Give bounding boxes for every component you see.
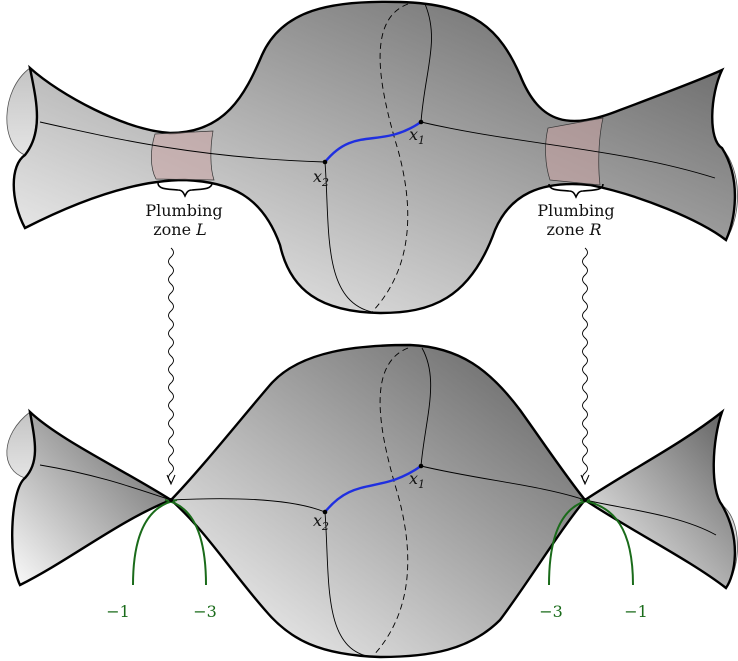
top-x1-label: x1 [409, 125, 425, 147]
right-node-outer-arc [579, 499, 634, 586]
plumbing-right-label-line2: zone R [547, 220, 602, 239]
plumbing-zone-right-band [545, 117, 604, 186]
weight-left-outer: −1 [106, 602, 130, 621]
weight-arcs [132, 499, 634, 586]
squiggle-arrowhead-right [580, 474, 590, 486]
squiggle-arrow-right [582, 247, 588, 483]
left-node-inner-arc [164, 499, 207, 586]
bottom-middle-left-curve [170, 498, 326, 513]
plumbing-right-label-line1: Plumbing [537, 201, 614, 220]
top-left-curve [39, 121, 326, 163]
bottom-up-curve [420, 347, 432, 467]
bottom-left-curve [39, 464, 172, 501]
bottom-x2-label: x2 [313, 511, 329, 533]
bottom-blue-path [324, 465, 422, 513]
top-right-curve [420, 121, 716, 179]
weight-right-inner: −3 [539, 602, 563, 621]
weight-right-outer: −1 [624, 602, 648, 621]
top-point-x1 [418, 119, 424, 125]
top-surface: x1 x2 [6, 0, 738, 315]
bottom-middle-right-curve [420, 465, 586, 501]
top-point-x2 [322, 159, 328, 165]
squiggle-arrowhead-left [166, 474, 176, 486]
bottom-right-curve [584, 499, 717, 536]
plumbing-left-brace [157, 182, 213, 198]
bottom-left-bulb [11, 408, 174, 587]
squiggle-arrow-left [168, 247, 174, 483]
left-node-outer-arc [132, 499, 178, 586]
plumbing-zone-left-band [151, 130, 215, 181]
bottom-point-x2 [322, 509, 328, 515]
bottom-right-bulb [582, 408, 737, 590]
top-blue-path [324, 121, 422, 163]
bottom-point-x1 [418, 463, 424, 469]
top-up-curve [420, 3, 432, 123]
left-node [169, 498, 173, 502]
top-x2-label: x2 [313, 167, 329, 189]
top-surface-body [12, 0, 737, 315]
plumbing-right-brace [548, 183, 604, 199]
top-down-curve [324, 161, 373, 313]
plumbing-left-label-line2: zone L [153, 220, 207, 239]
weight-left-inner: −3 [193, 602, 217, 621]
bottom-x1-label: x1 [409, 469, 425, 491]
plumbing-left-label-line1: Plumbing [145, 201, 222, 220]
bottom-central-body [169, 343, 587, 659]
bottom-surface: x1 x2 [6, 343, 738, 659]
right-node-inner-arc [548, 499, 591, 586]
right-node [583, 498, 587, 502]
bottom-down-curve [324, 511, 373, 658]
